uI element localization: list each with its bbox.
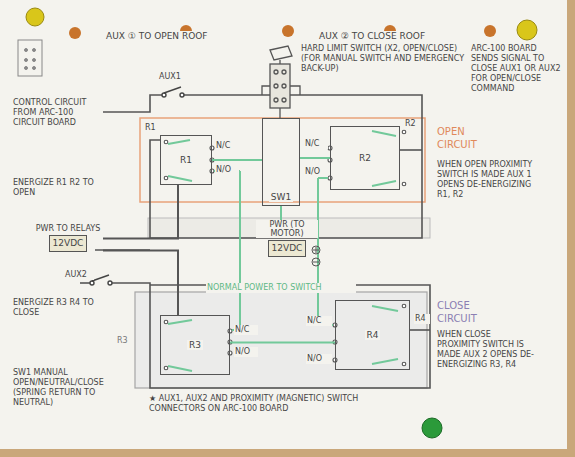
note-label: ENERGIZE R3 R4 TO CLOSE <box>12 298 102 318</box>
note-label: ENERGIZE R1 R2 TO OPEN <box>12 178 102 198</box>
wire-connector <box>230 342 335 344</box>
note-label: OPEN CIRCUIT <box>436 126 508 151</box>
wire-connector <box>300 157 330 159</box>
voltage-box: 12VDC <box>49 235 88 251</box>
power-supply: PWR TO RELAYS 12VDC <box>33 224 103 265</box>
wire-connector <box>280 206 282 220</box>
note-label: CLOSE CIRCUIT <box>436 300 508 325</box>
note-label: N/C <box>234 325 258 335</box>
note-label: R4 <box>414 314 430 324</box>
control-wires <box>80 95 430 388</box>
note-label: N/O <box>304 167 328 177</box>
open-circuit-region <box>140 118 425 202</box>
note-label: CONTROL CIRCUIT FROM ARC-100 CIRCUIT BOA… <box>12 98 102 128</box>
push-pin <box>422 418 442 438</box>
wire-connector <box>103 185 178 239</box>
relay-supply-region <box>148 218 430 238</box>
node-label: PWR (TO MOTOR) <box>256 220 318 238</box>
push-pin <box>26 8 44 26</box>
note-label: HARD LIMIT SWITCH (X2, OPEN/CLOSE) (FOR … <box>300 44 468 74</box>
note-label: WHEN CLOSE PROXIMITY SWITCH IS MADE AUX … <box>436 330 536 370</box>
note-label: ★ AUX1, AUX2 AND PROXIMITY (MAGNETIC) SW… <box>148 394 410 414</box>
note-label: N/O <box>234 347 258 357</box>
aux-switch-symbol <box>90 87 184 285</box>
power-supply: PWR (TO MOTOR) 12VDC <box>256 220 318 261</box>
note-label: R1 <box>144 123 160 133</box>
push-pin <box>517 20 537 40</box>
switch-box: SW1 <box>262 118 300 206</box>
node-label: R2 <box>357 153 373 163</box>
switch-doodle <box>18 40 42 76</box>
note-label: ARC-100 BOARD SENDS SIGNAL TO CLOSE AUX1… <box>470 44 566 94</box>
note-label: AUX ② TO CLOSE ROOF <box>318 31 468 42</box>
hard-limit-switch <box>262 46 300 118</box>
wire-connector <box>212 159 262 161</box>
node-label: SW1 <box>269 192 293 202</box>
note-label: N/C <box>306 316 332 326</box>
power-wires <box>168 131 398 371</box>
node-label: PWR TO RELAYS <box>34 224 103 233</box>
note-label: NORMAL POWER TO SWITCH <box>206 283 356 293</box>
wire-connector <box>103 251 178 316</box>
note-label: N/C <box>215 141 239 151</box>
note-label: AUX1 <box>158 72 192 82</box>
note-label: SW1 MANUAL OPEN/NEUTRAL/CLOSE (SPRING RE… <box>12 368 134 408</box>
relay-box: R3 <box>160 315 230 375</box>
note-label: N/O <box>306 354 332 364</box>
relay-box: R2 <box>330 126 400 190</box>
node-label: R4 <box>365 330 381 340</box>
note-label: WHEN OPEN PROXIMITY SWITCH IS MADE AUX 1… <box>436 160 536 200</box>
node-label: R1 <box>178 155 194 165</box>
note-label: R2 <box>404 119 420 129</box>
voltage-box: 12VDC <box>268 240 307 256</box>
relay-contacts <box>164 130 406 370</box>
note-label: N/C <box>304 139 328 149</box>
relay-box: R1 <box>160 135 212 185</box>
relay-box: R4 <box>335 300 410 370</box>
polarity-symbol <box>312 246 320 266</box>
node-label: R3 <box>187 340 203 350</box>
note-label: R3 <box>116 336 134 346</box>
note-label: AUX2 <box>64 270 94 280</box>
note-label: N/O <box>215 165 239 175</box>
note-label: AUX ① TO OPEN ROOF <box>105 31 255 42</box>
